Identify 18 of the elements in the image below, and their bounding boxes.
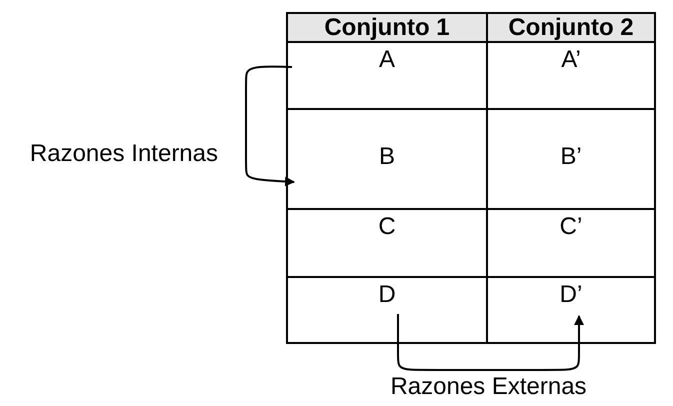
cell-text: Conjunto 2 [508,14,634,41]
cell-text: C [378,214,396,240]
cell-text: A [378,47,395,74]
arrow [397,314,584,371]
header-cell [286,12,488,43]
cell-text: D [378,282,396,308]
edge-label: Razones Internas [30,141,218,168]
cell-text: A’ [561,47,581,74]
header-cell [486,12,656,43]
cell-text: B [378,144,395,170]
cell-text: D’ [560,282,582,308]
arrow [245,66,295,187]
edge-label: Razones Externas [390,374,587,400]
cell-text: C’ [560,214,582,240]
cell-text: B’ [560,144,582,170]
table-cell [286,276,488,344]
cell-text: Conjunto 1 [324,14,450,41]
table-cell [486,276,656,344]
